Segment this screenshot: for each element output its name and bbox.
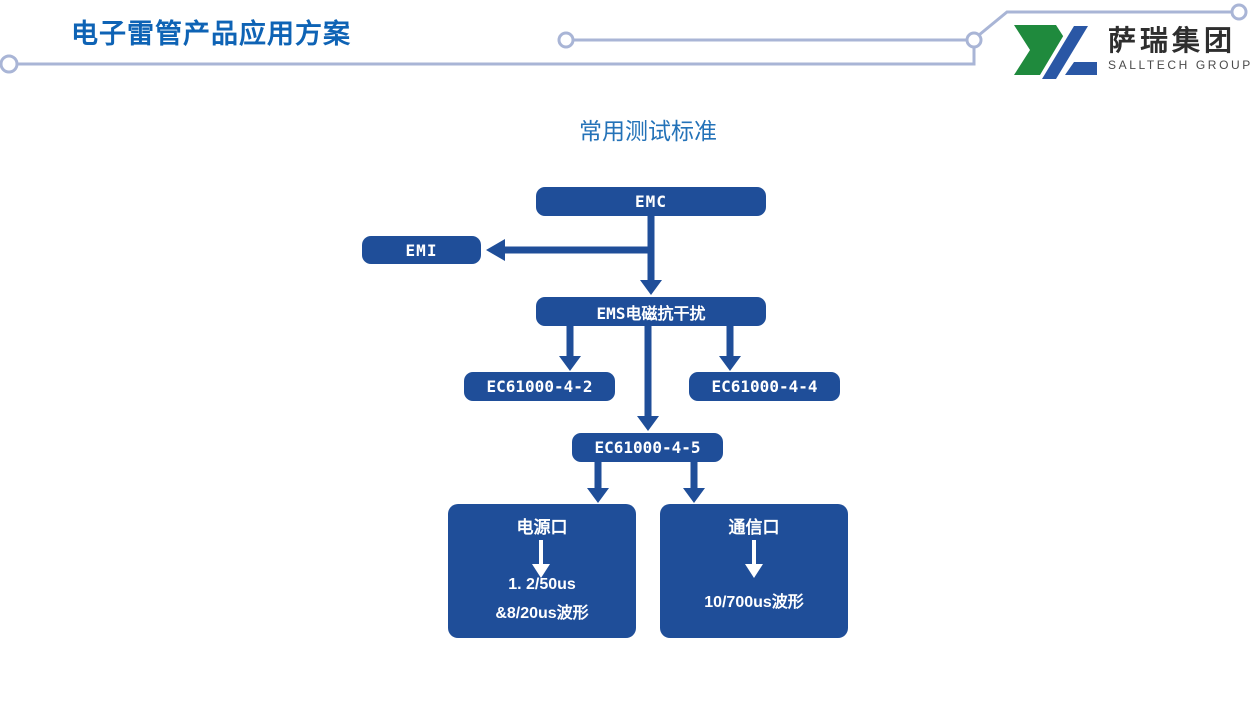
node-ems: EMS电磁抗干扰: [536, 297, 766, 326]
logo-text-block: 萨瑞集团 SALLTECH GROUP: [1108, 22, 1253, 72]
node-power-port: 电源口 1. 2/50us &8/20us波形: [448, 504, 636, 638]
logo-company-name: 萨瑞集团: [1108, 25, 1237, 56]
power-port-label: 电源口: [516, 518, 568, 537]
comm-port-waveform-line1: 10/700us波形: [704, 594, 804, 611]
company-logo: 萨瑞集团 SALLTECH GROUP: [1012, 22, 1253, 80]
diagram-title: 常用测试标准: [579, 118, 717, 144]
salltech-logo-icon: [1014, 23, 1097, 80]
power-port-waveform-line1: 1. 2/50us: [508, 576, 576, 593]
node-ec61000-4-2: EC61000-4-2: [464, 372, 615, 401]
power-port-waveform-line2: &8/20us波形: [495, 605, 589, 622]
decorative-connector-lines: [0, 3, 1248, 74]
node-comm-port: 通信口 10/700us波形: [660, 504, 848, 638]
logo-company-subtitle: SALLTECH GROUP: [1108, 57, 1253, 72]
page-title: 电子雷管产品应用方案: [71, 19, 351, 49]
comm-port-label: 通信口: [728, 518, 780, 537]
node-ec61000-4-4: EC61000-4-4: [689, 372, 840, 401]
node-ec61000-4-5: EC61000-4-5: [572, 433, 723, 462]
node-emc: EMC: [536, 187, 766, 216]
node-emi: EMI: [362, 236, 481, 264]
